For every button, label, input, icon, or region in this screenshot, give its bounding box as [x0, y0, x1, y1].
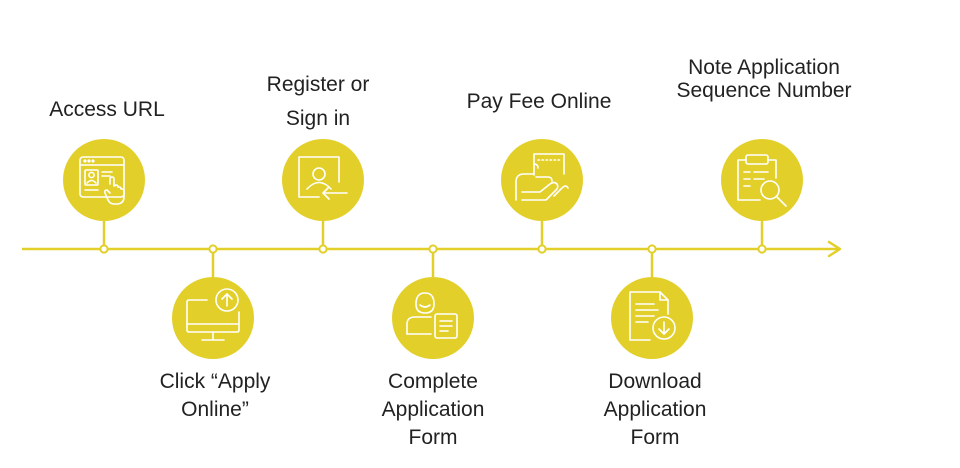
step-register-sign-in	[282, 139, 364, 221]
step-label-access-url: Access URL	[49, 98, 165, 121]
browser-profile-click-icon	[79, 156, 125, 205]
timeline-arrowhead-icon	[827, 240, 842, 258]
step-label-register-sign-in: Register or Sign in	[266, 73, 370, 130]
step-label-download-form: Download Application Form	[603, 370, 707, 449]
step-access-url	[63, 139, 145, 221]
step-circle	[721, 139, 803, 221]
step-circle	[282, 139, 364, 221]
user-login-icon	[298, 156, 348, 200]
document-download-icon	[629, 291, 676, 341]
step-apply-online	[172, 277, 254, 359]
timeline-node	[208, 244, 218, 254]
timeline-connectors	[99, 221, 767, 277]
timeline-node	[99, 244, 109, 254]
step-complete-form	[392, 277, 474, 359]
step-label-note-sequence: Note Application Sequence Number	[676, 56, 852, 102]
step-circle	[501, 139, 583, 221]
step-circle	[63, 139, 145, 221]
step-note-sequence	[721, 139, 803, 221]
step-label-complete-form: Complete Application Form	[381, 370, 485, 449]
timeline-node	[428, 244, 438, 254]
hand-payment-ticket-icon	[515, 153, 569, 201]
clipboard-search-icon	[737, 154, 787, 207]
monitor-upload-icon	[186, 288, 240, 341]
step-label-pay-fee: Pay Fee Online	[466, 90, 612, 113]
timeline-node	[757, 244, 767, 254]
user-form-icon	[406, 292, 458, 339]
step-label-apply-online: Click “Apply Online”	[159, 370, 271, 421]
step-circle	[611, 277, 693, 359]
step-circle	[392, 277, 474, 359]
step-pay-fee	[501, 139, 583, 221]
step-download-form	[611, 277, 693, 359]
step-circle	[172, 277, 254, 359]
timeline-node	[318, 244, 328, 254]
timeline-node	[537, 244, 547, 254]
timeline-node	[647, 244, 657, 254]
